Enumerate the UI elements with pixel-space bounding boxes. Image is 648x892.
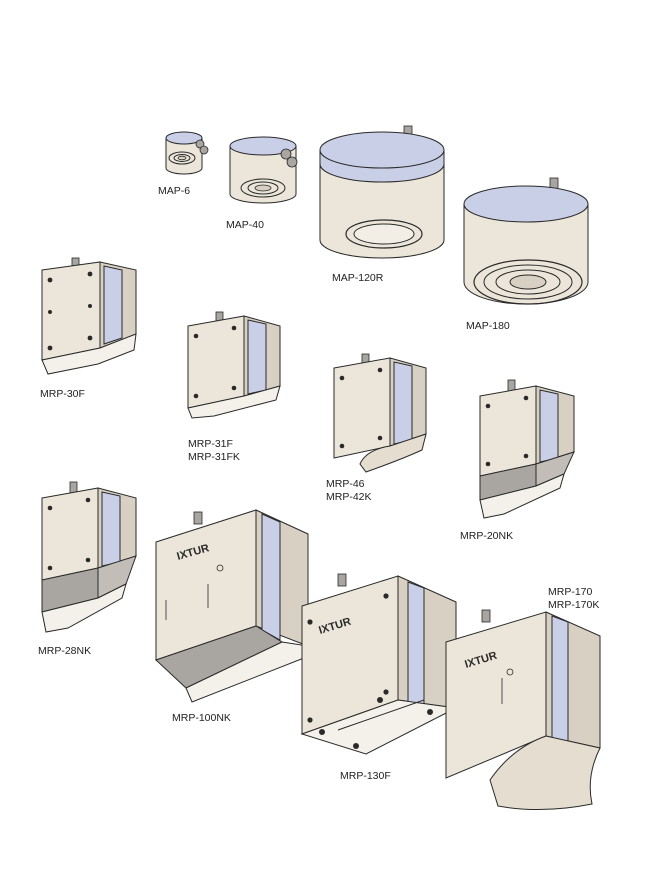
mrp31f-label-line2: MRP-31FK — [188, 451, 240, 463]
map120r-gripper-image — [319, 125, 445, 259]
mrp100nk-gripper-image: IXTUR — [155, 509, 309, 703]
mrp46-label-line1: MRP-46 — [326, 478, 365, 490]
mrp20nk-label: MRP-20NK — [460, 530, 514, 542]
mrp31f-label: MRP-31F MRP-31FK — [188, 438, 240, 464]
mrp30f-label: MRP-30F — [40, 388, 85, 400]
mrp130f-label: MRP-130F — [340, 770, 391, 782]
mrp30f-gripper-image — [41, 257, 137, 375]
mrp170-label-line1: MRP-170 — [548, 586, 593, 598]
mrp28nk-gripper-image — [41, 481, 137, 633]
mrp170-label: MRP-170 MRP-170K — [548, 586, 599, 612]
mrp100nk-label: MRP-100NK — [172, 712, 231, 724]
mrp46-label: MRP-46 MRP-42K — [326, 478, 372, 504]
map180-label: MAP-180 — [466, 320, 510, 332]
map120r-label: MAP-120R — [332, 272, 384, 284]
map6-label: MAP-6 — [158, 185, 191, 197]
mrp130f-gripper-image: IXTUR — [300, 573, 458, 755]
map6-gripper-image — [165, 131, 209, 175]
map40-label: MAP-40 — [226, 219, 264, 231]
mrp170-gripper-image: IXTUR — [445, 609, 601, 811]
mrp46-label-line2: MRP-42K — [326, 491, 372, 503]
mrp46-gripper-image — [333, 353, 427, 473]
mrp31f-gripper-image — [187, 311, 281, 419]
map40-gripper-image — [229, 136, 298, 204]
mrp170-label-line2: MRP-170K — [548, 599, 600, 611]
mrp31f-label-line1: MRP-31F — [188, 438, 233, 450]
mrp28nk-label: MRP-28NK — [38, 645, 92, 657]
map180-gripper-image — [463, 177, 589, 305]
mrp20nk-gripper-image — [479, 379, 575, 519]
